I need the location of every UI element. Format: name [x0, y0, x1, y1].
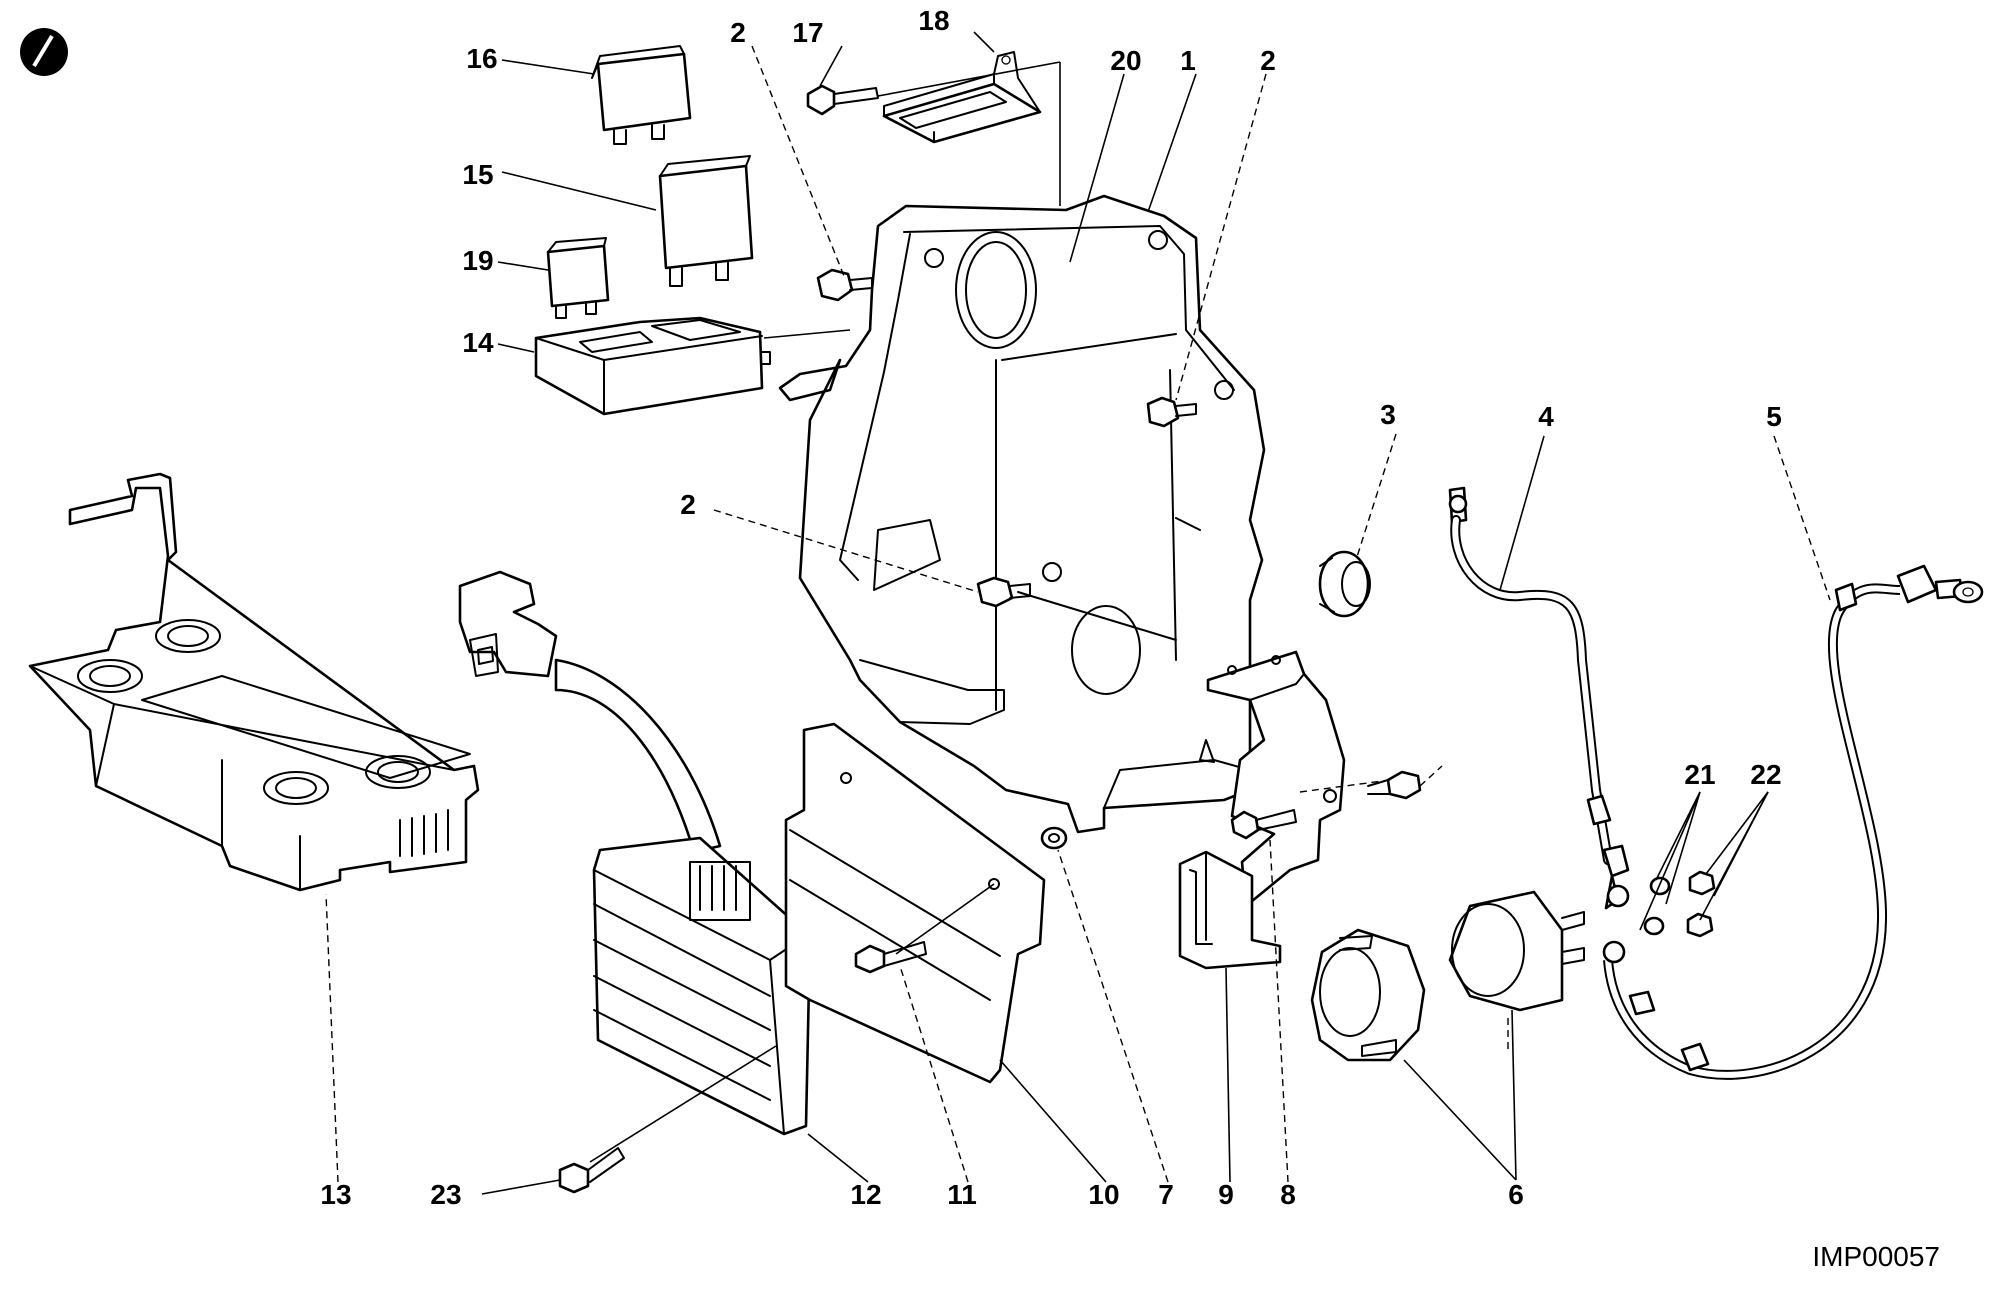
bracket-18 — [882, 51, 1042, 144]
side-bracket — [1206, 650, 1346, 908]
rubber-bush-3 — [1318, 550, 1371, 618]
callout-16: 16 — [466, 43, 497, 74]
callout-20: 20 — [1110, 45, 1141, 76]
battery-tray-13 — [28, 472, 480, 892]
callout-5: 5 — [1766, 401, 1782, 432]
plate-10 — [784, 722, 1046, 1084]
callout-21: 21 — [1684, 759, 1715, 790]
callout-2a: 2 — [730, 17, 746, 48]
washers-21 — [1643, 876, 1671, 936]
voltage-regulator-12 — [458, 570, 812, 1136]
callout-18: 18 — [918, 5, 949, 36]
callout-22: 22 — [1750, 759, 1781, 790]
grommet-2a — [816, 268, 873, 302]
grommet-2b — [1146, 396, 1197, 428]
callout-7: 7 — [1158, 1179, 1174, 1210]
leader-lines — [325, 31, 1831, 1195]
callout-2b: 2 — [1260, 45, 1276, 76]
relay-16 — [591, 45, 692, 145]
bolt-23 — [558, 1147, 625, 1194]
relay-15 — [658, 155, 754, 287]
callout-8: 8 — [1280, 1179, 1296, 1210]
grommet-small — [1367, 770, 1422, 800]
callout-4: 4 — [1538, 401, 1554, 432]
callout-15: 15 — [462, 159, 493, 190]
callout-labels: 1 2 2 2 3 4 5 6 7 8 9 10 11 12 13 14 15 … — [320, 5, 1781, 1210]
bolt-17 — [806, 84, 879, 116]
callout-9: 9 — [1218, 1179, 1234, 1210]
callout-19: 19 — [462, 245, 493, 276]
cable-4 — [1448, 486, 1630, 910]
callout-10: 10 — [1088, 1179, 1119, 1210]
callout-2c: 2 — [680, 489, 696, 520]
callout-11: 11 — [947, 1179, 977, 1210]
bolt-8 — [1230, 809, 1297, 840]
callout-3: 3 — [1380, 399, 1396, 430]
leaf-icon — [20, 28, 68, 76]
nuts-22 — [1686, 870, 1716, 938]
reference-code: IMP00057 — [1812, 1241, 1940, 1272]
rubber-cover-6 — [1310, 928, 1426, 1062]
callout-23: 23 — [430, 1179, 461, 1210]
main-bracket-1 — [778, 194, 1266, 834]
starter-relay-6 — [1448, 890, 1585, 1012]
cable-5 — [1602, 564, 1984, 1080]
callout-12: 12 — [850, 1179, 881, 1210]
callout-1: 1 — [1180, 45, 1196, 76]
clip-9 — [1178, 850, 1282, 970]
relay-holder-14 — [534, 316, 771, 416]
callout-13: 13 — [320, 1179, 351, 1210]
callout-6: 6 — [1508, 1179, 1524, 1210]
callout-17: 17 — [792, 17, 823, 48]
washer-7 — [1040, 826, 1068, 850]
callout-14: 14 — [462, 327, 494, 358]
relay-19 — [546, 237, 610, 319]
grommet-2c — [976, 576, 1031, 608]
